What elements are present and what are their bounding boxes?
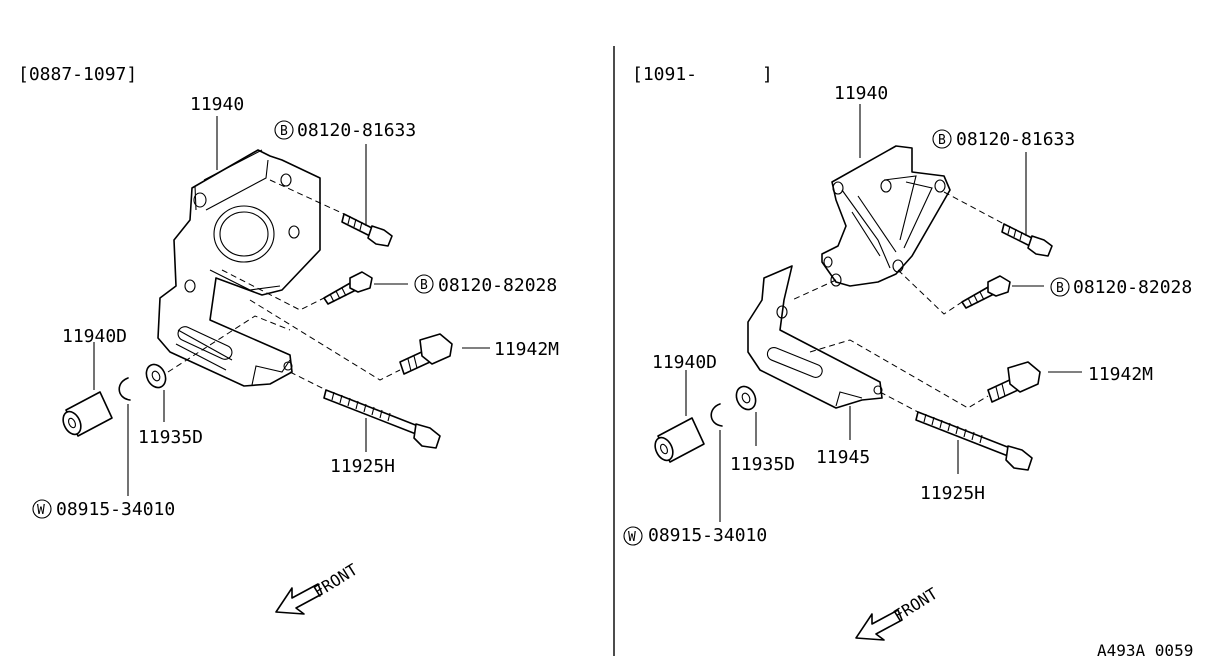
left-b-circle-upper [274, 120, 294, 140]
left-label-bolt-large: 11942M [494, 339, 559, 360]
right-label-bolt-large: 11942M [1088, 364, 1153, 385]
right-bracket [821, 145, 951, 287]
right-panel: [1091- ] [623, 64, 1192, 641]
right-bolt-upper [1001, 223, 1053, 257]
right-label-clip: 08915-34010 [648, 525, 767, 546]
right-front-arrow-icon [855, 609, 903, 641]
right-spacer [654, 417, 705, 463]
left-range-label: [0887-1097] [18, 64, 137, 85]
left-label-bolt-upper: 08120-81633 [297, 120, 416, 141]
right-bolt-large [987, 361, 1041, 403]
left-bracket [157, 149, 321, 387]
right-label-bracket: 11940 [834, 83, 888, 104]
left-bolt-middle [323, 271, 373, 305]
right-front-label: FRONT [890, 584, 941, 626]
right-w-circle [623, 526, 643, 546]
right-b-symbol-upper: B [938, 133, 946, 148]
right-b-symbol-middle: B [1056, 281, 1064, 296]
right-b-circle-upper [932, 129, 952, 149]
right-long-bolt [915, 411, 1033, 471]
right-label-washer: 11935D [730, 454, 795, 475]
left-label-washer: 11935D [138, 427, 203, 448]
right-dash-4 [809, 339, 989, 409]
right-label-long-bolt: 11925H [920, 483, 985, 504]
left-b-symbol-upper: B [280, 124, 288, 139]
left-label-spacer: 11940D [62, 326, 127, 347]
right-label-plate: 11945 [816, 447, 870, 468]
left-dash-3 [249, 299, 401, 381]
right-dash-3 [791, 279, 837, 301]
left-bolt-large [399, 333, 453, 375]
right-b-circle-middle [1050, 277, 1070, 297]
right-dash-2 [897, 269, 963, 315]
right-plate [747, 265, 883, 409]
right-label-bolt-upper: 08120-81633 [956, 129, 1075, 150]
diagram-code: A493A 0059 [1097, 641, 1193, 660]
left-b-circle-middle [414, 274, 434, 294]
left-front-arrow-icon [275, 583, 323, 615]
left-spacer [62, 391, 113, 437]
right-w-symbol: W [628, 530, 636, 545]
left-label-clip: 08915-34010 [56, 499, 175, 520]
left-dash-1 [269, 179, 345, 215]
right-bolt-middle [961, 275, 1011, 309]
left-long-bolt [323, 389, 441, 449]
left-dash-5 [289, 371, 327, 391]
right-dash-5 [879, 391, 919, 413]
right-clip [710, 403, 723, 427]
left-bolt-upper [341, 213, 393, 247]
right-dash-1 [943, 191, 1005, 225]
left-w-circle [32, 499, 52, 519]
right-label-spacer: 11940D [652, 352, 717, 373]
left-clip [118, 377, 131, 401]
right-label-bolt-middle: 08120-82028 [1073, 277, 1192, 298]
left-label-long-bolt: 11925H [330, 456, 395, 477]
left-dash-2 [221, 269, 325, 311]
left-w-symbol: W [37, 503, 45, 518]
right-range-label: [1091- ] [632, 64, 773, 85]
left-label-bolt-middle: 08120-82028 [438, 275, 557, 296]
left-panel: [0887-1097] [18, 64, 559, 615]
left-label-bracket: 11940 [190, 94, 244, 115]
left-washer [145, 363, 167, 389]
left-b-symbol-middle: B [420, 278, 428, 293]
left-dash-4 [167, 315, 291, 373]
right-washer [735, 385, 757, 411]
left-front-label: FRONT [310, 560, 361, 602]
